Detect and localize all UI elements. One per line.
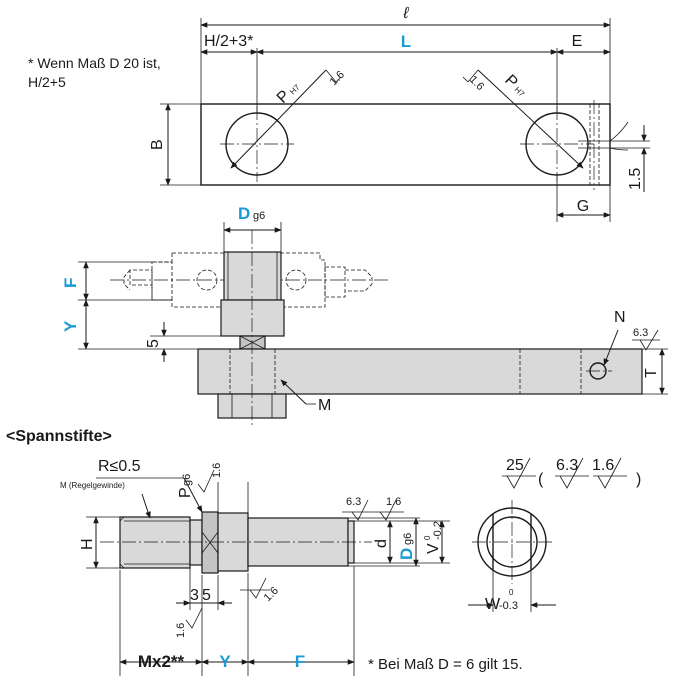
dim-B: B — [149, 139, 166, 150]
pin-dim-3: 3 — [190, 587, 199, 604]
dim-L: L — [401, 32, 411, 51]
side-view-bar — [197, 348, 643, 395]
pin-thread — [119, 516, 191, 569]
note-bei-mass: * Bei Maß D = 6 gilt 15. — [368, 656, 523, 673]
hole-left-roughness: 1.6 — [328, 69, 347, 88]
pin-dim-D-tolerance: g6 — [402, 533, 414, 545]
pin-dim-V-tol-upper: 0 — [423, 535, 432, 540]
top-view-part — [200, 103, 611, 186]
hole-right-roughness: 1.6 — [467, 74, 486, 93]
dim-l-total: ℓ — [402, 5, 409, 22]
side-dim-F: F — [61, 278, 80, 288]
side-dim-D-tolerance: g6 — [253, 210, 265, 222]
side-dim-Y: Y — [61, 320, 80, 332]
dim-1-5: 1.5 — [627, 168, 644, 190]
surface-symbol-close-paren: ) — [636, 471, 641, 488]
pin-roughness-top-1-6: 1.6 — [211, 463, 223, 478]
pin-dim-V: V — [425, 543, 442, 554]
top-view — [160, 18, 650, 222]
pin-dim-d: d — [373, 539, 390, 548]
note-wenn-line2: H/2+5 — [28, 74, 66, 90]
pin-dim-F: F — [295, 652, 305, 671]
surface-symbol-main: 25 — [506, 457, 524, 474]
pin-head — [223, 251, 282, 301]
surface-symbol-sub2: 1.6 — [592, 457, 614, 474]
side-view — [78, 222, 668, 428]
side-dim-N: N — [614, 309, 626, 326]
hole-right-h7: H7 — [513, 85, 527, 99]
side-dim-T: T — [643, 368, 660, 378]
pin-roughness-6-3: 6.3 — [346, 496, 361, 508]
pin-roughness-right-1-6: 1.6 — [386, 496, 401, 508]
pin-dim-V-tol-lower: -0.2 — [432, 521, 444, 540]
dim-h2-plus3: H/2+3* — [204, 33, 253, 50]
pin-radius: R≤0.5 — [98, 458, 141, 475]
side-dim-5: 5 — [145, 339, 162, 348]
dim-E: E — [572, 33, 583, 50]
hole-left — [225, 112, 289, 176]
surface-symbol-sub1: 6.3 — [556, 457, 578, 474]
side-roughness-6-3: 6.3 — [633, 327, 648, 339]
pin-thread-note: M (Regelgewinde) — [60, 481, 125, 490]
pin-dim-H: H — [79, 538, 96, 550]
pin-dim-Y: Y — [219, 652, 231, 671]
pin-dim-mx2: Mx2** — [138, 652, 185, 671]
pin-view — [86, 457, 627, 676]
dim-G: G — [577, 198, 589, 215]
pin-end-dim-W: W — [485, 596, 501, 613]
hole-left-h7: H7 — [288, 82, 302, 96]
pin-roughness-bottom-1-6: 1.6 — [262, 585, 281, 604]
pin-roughness-left-1-6: 1.6 — [175, 623, 187, 638]
surface-symbol-open-paren: ( — [538, 471, 544, 488]
side-dim-D: D — [238, 204, 250, 223]
side-dim-M: M — [318, 397, 331, 414]
pin-end-dim-W-tol-lower: -0.3 — [499, 600, 518, 612]
pin-end-dim-W-tol-upper: 0 — [509, 588, 514, 597]
pin-dim-P-tolerance: g6 — [181, 474, 193, 486]
pin-dim-P: P — [177, 487, 194, 498]
note-wenn-line1: * Wenn Maß D 20 ist, — [28, 55, 161, 71]
section-title-spannstifte: <Spannstifte> — [6, 428, 112, 445]
pin-dim-D: D — [397, 548, 416, 560]
pin-dim-5: 5 — [202, 587, 211, 604]
